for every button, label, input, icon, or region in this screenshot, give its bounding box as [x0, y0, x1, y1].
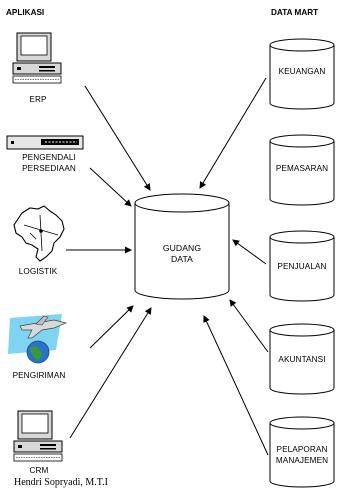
data-warehouse-cylinder [134, 193, 230, 300]
arrow-pengiriman-to-warehouse [89, 305, 134, 349]
arrow-persediaan-to-warehouse [89, 167, 132, 207]
arrow-penjualan-to-warehouse [232, 239, 267, 265]
data-mart-label-akuntansi: AKUNTANSI [278, 355, 326, 364]
app-label-logistik: LOGISTIK [18, 267, 58, 276]
warehouse-label-line2: DATA [170, 254, 194, 264]
arrow-pelaporan-to-warehouse [203, 315, 269, 456]
network-switch-icon [6, 135, 84, 150]
arrow-akuntansi-to-warehouse [229, 299, 269, 353]
data-mart-cylinder-akuntansi [269, 323, 335, 395]
data-mart-label-penjualan: PENJUALAN [277, 262, 327, 271]
data-mart-heading: DATA MART [271, 8, 319, 17]
data-mart-label-pemasaran: PEMASARAN [275, 164, 329, 173]
desktop-computer-icon [13, 410, 63, 462]
data-mart-label-pelaporan: PELAPORAN MANAJEMEN [275, 445, 329, 465]
app-label-pengiriman: PENGIRIMAN [12, 371, 66, 380]
app-label-crm: CRM [29, 466, 49, 475]
app-label-persediaan: PENGENDALI PERSEDIAAN [22, 153, 76, 173]
arrow-erp-to-warehouse [84, 85, 151, 191]
arrow-keuangan-to-warehouse [199, 77, 267, 189]
warehouse-label-line1: GUDANG [162, 243, 202, 253]
airplane-globe-icon [8, 314, 68, 364]
data-mart-label-keuangan: KEUANGAN [278, 67, 326, 76]
app-label-erp: ERP [29, 95, 47, 104]
author-credit: Hendri Sopryadi, M.T.I [14, 477, 108, 488]
applications-heading: APLIKASI [6, 8, 45, 17]
brazil-map-icon [13, 205, 65, 262]
data-mart-cylinder-keuangan [269, 38, 335, 110]
desktop-computer-icon [12, 32, 62, 84]
data-mart-cylinder-penjualan [269, 230, 335, 302]
data-mart-cylinder-pelaporan [269, 416, 335, 488]
data-mart-cylinder-pemasaran [269, 134, 335, 206]
arrow-crm-to-warehouse [69, 307, 152, 439]
